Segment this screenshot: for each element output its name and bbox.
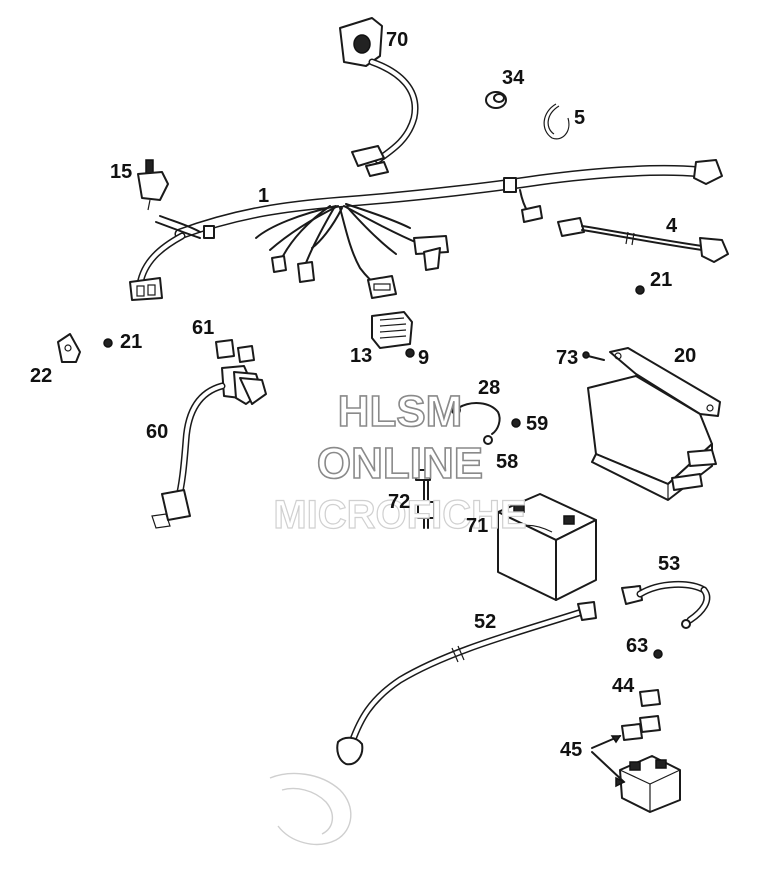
watermark-line2: ONLINE (317, 439, 483, 488)
label-15: 15 (110, 161, 132, 183)
watermark-line1: HLSM (338, 387, 463, 436)
part-34-bushing-drawing (485, 91, 507, 109)
part-71-battery-drawing (497, 493, 597, 601)
part-53-ground-cable-drawing (621, 580, 711, 629)
label-58: 58 (496, 451, 518, 473)
label-34: 34 (502, 67, 525, 89)
label-20: 20 (674, 345, 696, 367)
label-1: 1 (258, 185, 269, 207)
label-53: 53 (658, 553, 680, 575)
watermark-line3: MICROFICHE (273, 493, 526, 537)
label-60: 60 (146, 421, 168, 443)
label-63: 63 (626, 635, 648, 657)
part-22-bracket-drawing (57, 333, 81, 363)
part-5-cable-tie-drawing (543, 103, 570, 140)
label-44: 44 (612, 675, 635, 697)
label-21-left: 21 (120, 331, 142, 353)
label-4: 4 (666, 215, 678, 237)
label-52: 52 (474, 611, 496, 633)
part-52-starter-cable-drawing (336, 601, 597, 766)
part-15-switch-drawing (137, 159, 169, 211)
part-28-cable-drawing (451, 402, 501, 435)
watermark: HLSM ONLINE MICROFICHE (273, 386, 528, 537)
part-44-cover-drawing (639, 689, 661, 733)
label-61: 61 (192, 317, 214, 339)
part-70-connector-drawing (339, 17, 419, 177)
label-71: 71 (466, 515, 488, 537)
part-9-screw-drawing (405, 348, 415, 358)
part-59-screw-drawing (511, 418, 521, 428)
label-70: 70 (386, 29, 408, 51)
label-72: 72 (388, 491, 410, 513)
part-58-nut-drawing (483, 435, 493, 445)
part-13-regulator-drawing (371, 311, 413, 349)
part-labels: 70 34 5 15 1 4 21 21 61 22 13 9 73 20 28… (30, 29, 696, 761)
label-73: 73 (556, 347, 578, 369)
part-1-wiring-harness-drawing (129, 159, 723, 301)
part-45-relay-drawing (591, 723, 681, 813)
label-45: 45 (560, 739, 582, 761)
label-59: 59 (526, 413, 548, 435)
label-9: 9 (418, 347, 429, 369)
part-20-battery-box-drawing (587, 347, 721, 501)
part-63-screw-drawing (653, 649, 663, 659)
part-60-coil-drawing (151, 365, 267, 529)
faint-starter-outline (269, 772, 352, 846)
label-21-upper: 21 (650, 269, 672, 291)
part-4-extension-wire-drawing (557, 217, 729, 263)
label-28: 28 (478, 377, 500, 399)
part-21-screw-upper-drawing (635, 285, 645, 295)
label-5: 5 (574, 107, 585, 129)
part-61-caps-drawing (215, 339, 255, 363)
label-22: 22 (30, 365, 52, 387)
part-21-screw-left-drawing (103, 338, 113, 348)
part-73-bolt-drawing (582, 351, 605, 361)
label-13: 13 (350, 345, 372, 367)
part-72-fuse-holder-drawing (415, 469, 435, 529)
